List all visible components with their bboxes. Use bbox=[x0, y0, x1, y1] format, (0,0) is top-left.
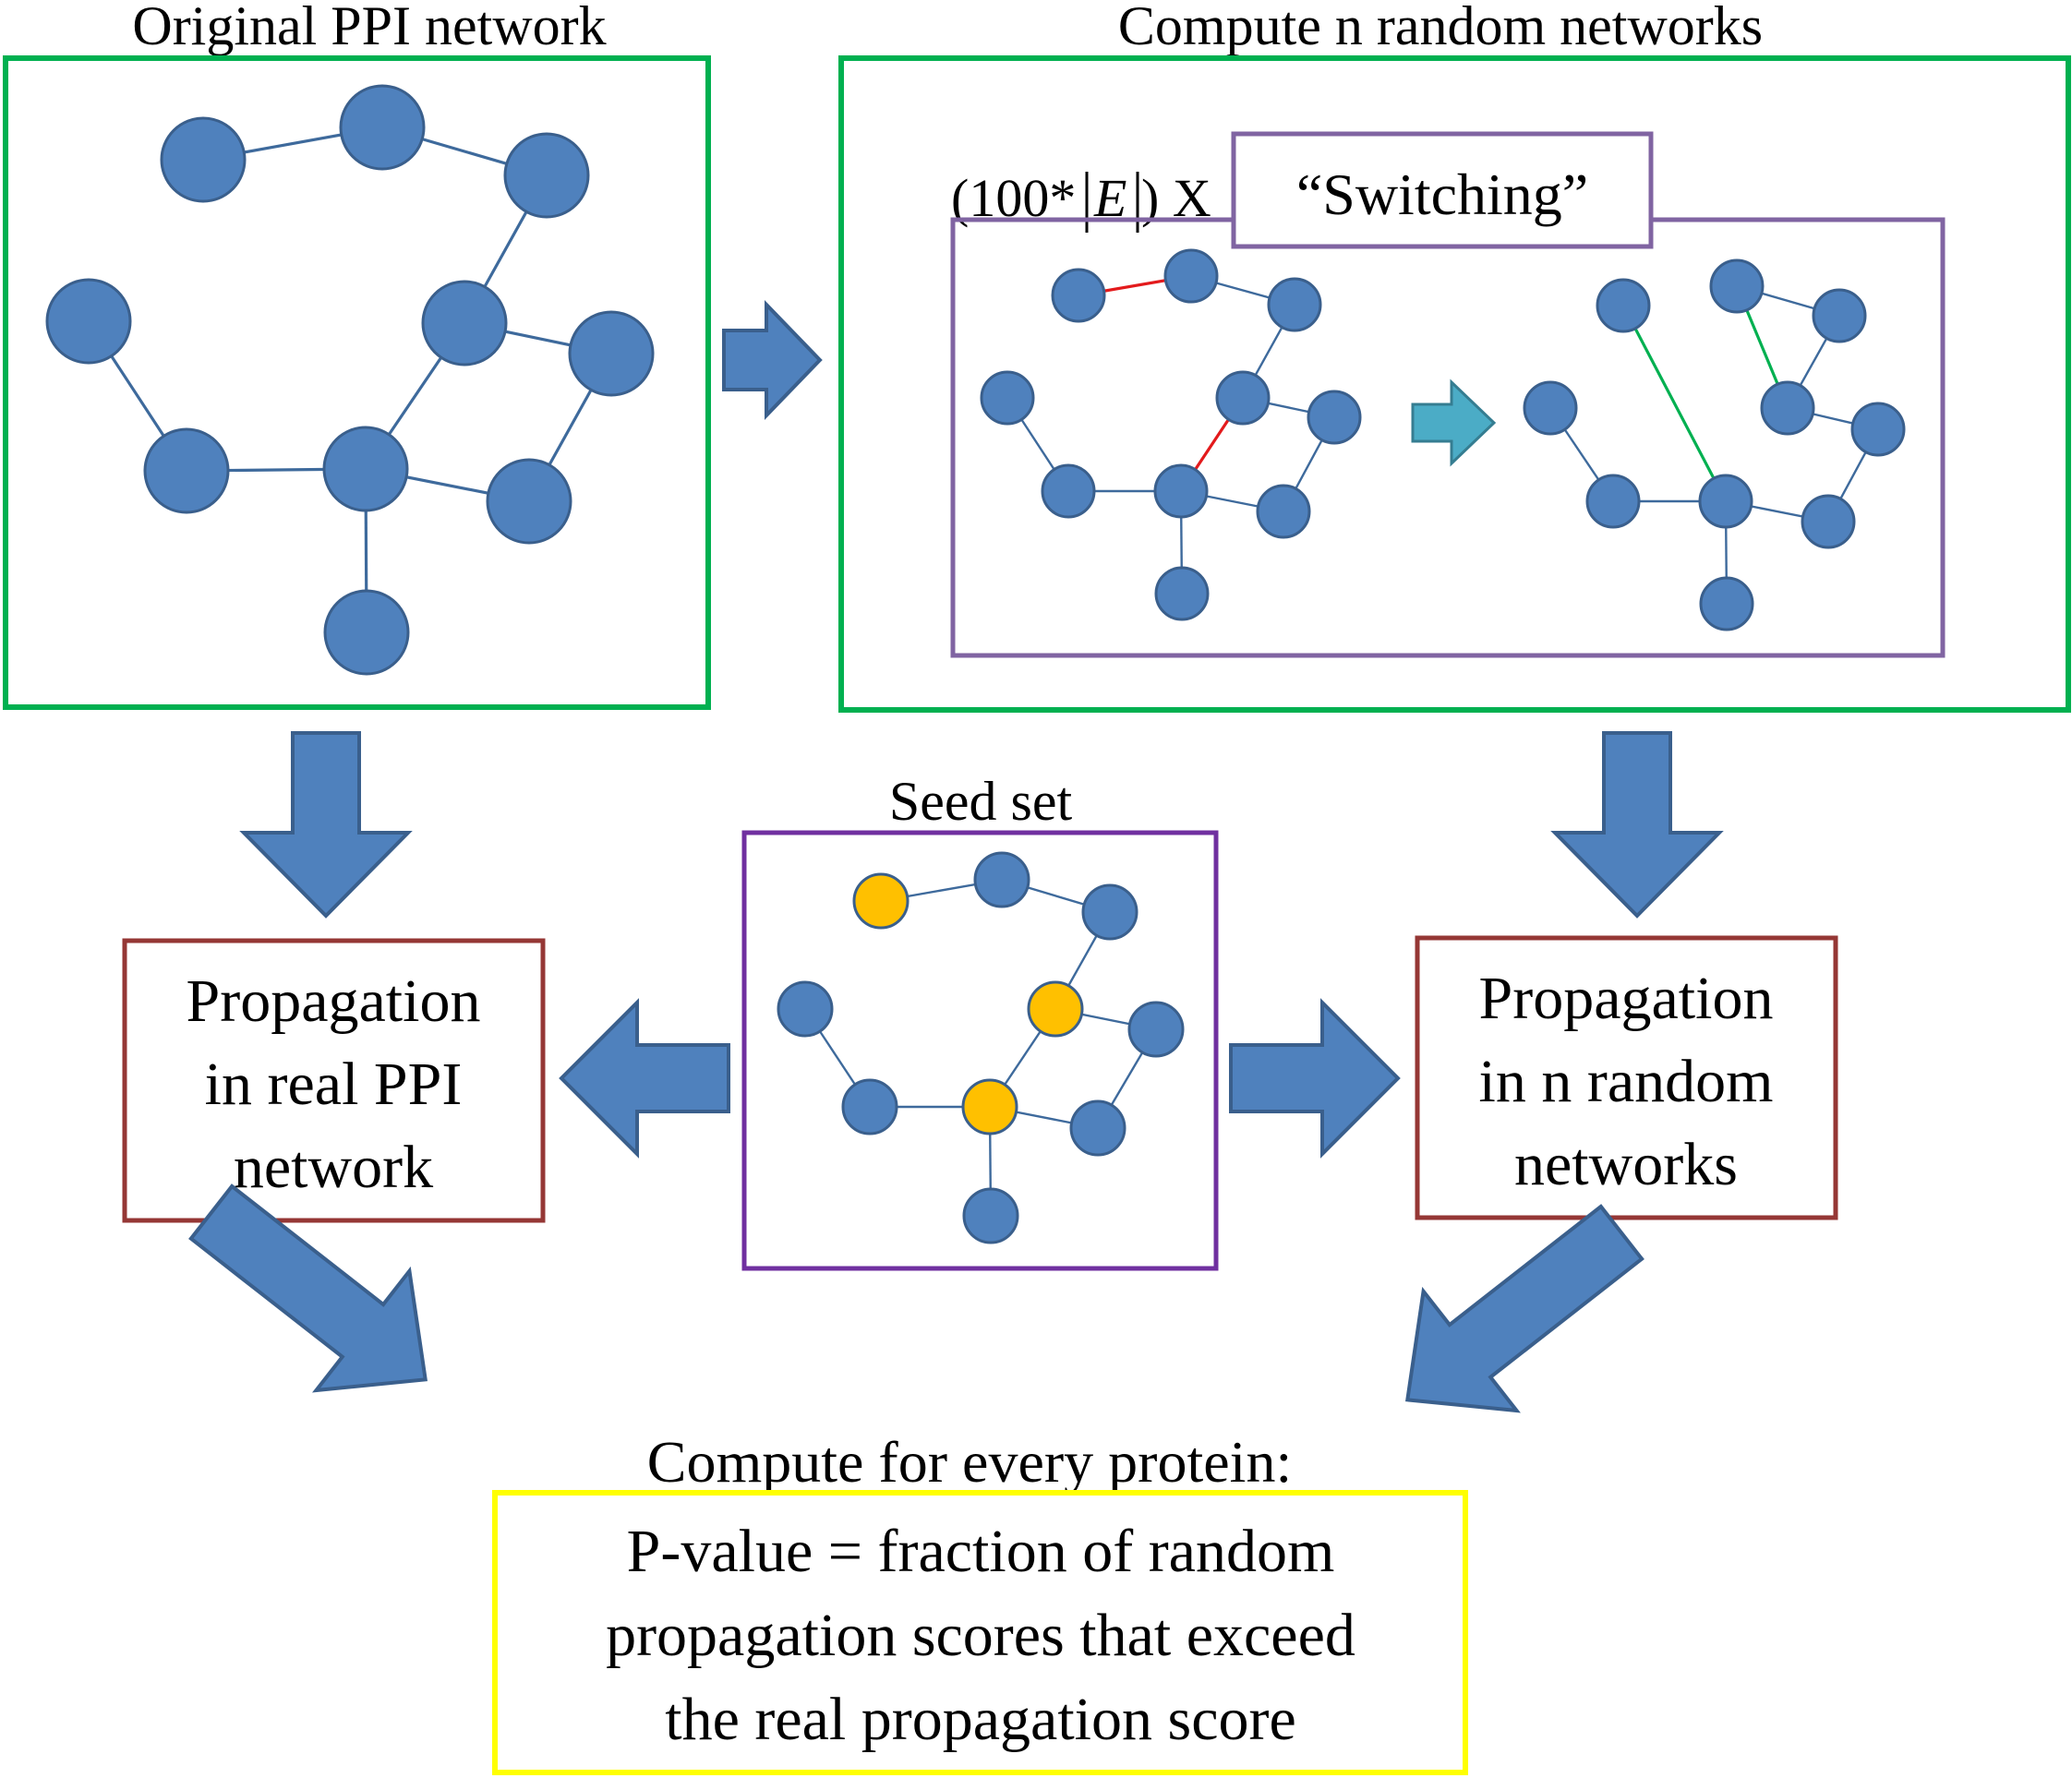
protein-node bbox=[503, 132, 590, 219]
diagonal-arrow-icon bbox=[1405, 1204, 1644, 1413]
protein-node bbox=[160, 116, 247, 203]
pvalue-box bbox=[492, 1490, 1468, 1775]
before-switch-graph bbox=[980, 248, 1362, 621]
after-switch-graph bbox=[1523, 258, 1906, 631]
protein-node bbox=[143, 427, 230, 514]
real-propagation-line-3: network bbox=[234, 1134, 433, 1201]
protein-node bbox=[1267, 277, 1322, 332]
protein-node bbox=[1069, 1099, 1126, 1157]
protein-node bbox=[1596, 278, 1651, 333]
protein-node bbox=[1801, 494, 1856, 549]
protein-node bbox=[1153, 463, 1209, 519]
compute-title: Compute for every protein: bbox=[647, 1429, 1292, 1495]
protein-node bbox=[339, 84, 426, 171]
down-arrow-icon bbox=[239, 731, 413, 919]
protein-node bbox=[1523, 380, 1578, 436]
protein-node bbox=[841, 1078, 898, 1135]
protein-node bbox=[980, 370, 1035, 426]
right-arrow-icon bbox=[722, 300, 823, 420]
seed-set-frame bbox=[741, 830, 1219, 1271]
seed-protein-node bbox=[1027, 980, 1084, 1038]
original-network-title: Original PPI network bbox=[132, 0, 606, 56]
protein-node bbox=[973, 851, 1030, 908]
right-arrow-icon bbox=[1229, 998, 1401, 1159]
switch-arrow-icon bbox=[1411, 378, 1497, 467]
seed-set-title: Seed set bbox=[889, 771, 1073, 832]
protein-node bbox=[1163, 248, 1219, 304]
protein-node bbox=[1709, 258, 1765, 314]
protein-node bbox=[1699, 576, 1754, 631]
protein-node bbox=[322, 426, 409, 512]
protein-node bbox=[1256, 484, 1311, 539]
protein-node bbox=[1154, 566, 1210, 621]
random-propagation-line-3: networks bbox=[1514, 1131, 1738, 1198]
left-arrow-icon bbox=[559, 998, 730, 1159]
real-propagation-line-2: in real PPI bbox=[205, 1051, 463, 1118]
real-propagation-line-1: Propagation bbox=[187, 967, 481, 1035]
protein-node bbox=[45, 278, 132, 365]
random-networks-frame bbox=[838, 55, 2071, 713]
protein-node bbox=[421, 280, 508, 366]
protein-node bbox=[1127, 1001, 1185, 1058]
added-edge bbox=[1621, 305, 1728, 502]
seed-set-graph bbox=[777, 851, 1185, 1244]
protein-node bbox=[1585, 474, 1641, 529]
protein-node bbox=[1051, 268, 1106, 323]
protein-node bbox=[1041, 463, 1096, 519]
protein-node bbox=[1812, 288, 1867, 343]
pvalue-line-1: P-value = fraction of random bbox=[627, 1518, 1335, 1585]
original-network-graph bbox=[45, 84, 655, 676]
pvalue-line-3: the real propagation score bbox=[665, 1686, 1296, 1753]
real-propagation-box bbox=[122, 938, 546, 1223]
switching-label-box bbox=[1231, 131, 1654, 249]
protein-node bbox=[1307, 390, 1362, 445]
protein-node bbox=[568, 310, 655, 397]
random-propagation-line-2: in n random bbox=[1479, 1048, 1774, 1115]
switching-label: “Switching” bbox=[1296, 162, 1588, 227]
protein-node bbox=[777, 980, 834, 1038]
diagonal-arrow-icon bbox=[188, 1183, 428, 1393]
protein-node bbox=[486, 458, 572, 545]
pvalue-line-2: propagation scores that exceed bbox=[606, 1602, 1355, 1669]
protein-node bbox=[962, 1187, 1019, 1244]
protein-node bbox=[1215, 370, 1271, 426]
seed-protein-node bbox=[852, 872, 910, 930]
protein-node bbox=[1698, 474, 1753, 529]
random-networks-title: Compute n random networks bbox=[1118, 0, 1763, 56]
protein-node bbox=[323, 589, 410, 676]
original-network-frame bbox=[3, 55, 711, 710]
random-propagation-box bbox=[1415, 935, 1838, 1220]
random-propagation-line-1: Propagation bbox=[1479, 965, 1774, 1032]
seed-protein-node bbox=[961, 1078, 1018, 1135]
protein-node bbox=[1850, 402, 1906, 457]
down-arrow-icon bbox=[1550, 731, 1724, 919]
protein-node bbox=[1760, 380, 1815, 436]
protein-node bbox=[1081, 883, 1138, 941]
